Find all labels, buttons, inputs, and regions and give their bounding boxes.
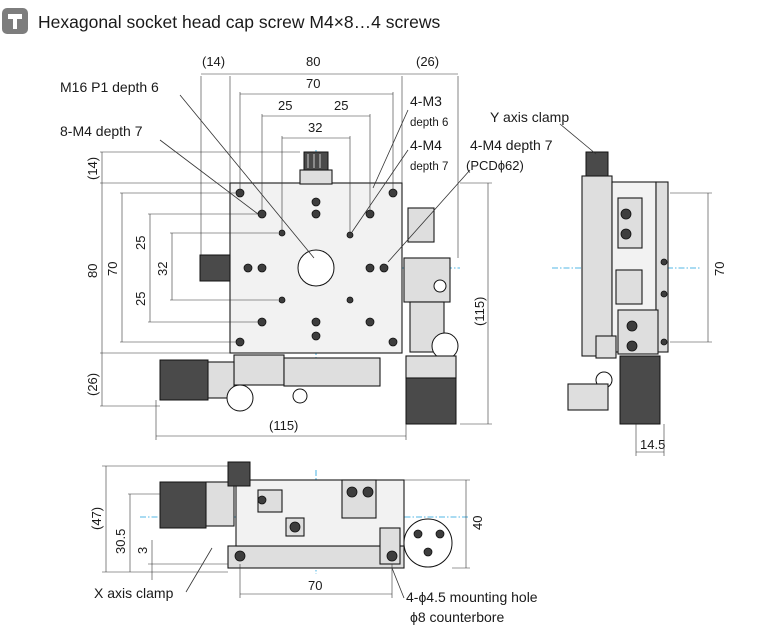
callout-4-m4-pcd: 4-M4 depth 7 bbox=[470, 137, 553, 153]
dim-left-14: (14) bbox=[85, 157, 100, 180]
callout-4-m4-depth: depth 7 bbox=[410, 161, 448, 173]
side-view bbox=[552, 123, 712, 456]
x-micrometer-thimble bbox=[159, 359, 209, 401]
dim-top-26: (26) bbox=[416, 54, 439, 69]
callout-4-m3-depth: depth 6 bbox=[410, 117, 448, 129]
dim-left-70: 70 bbox=[105, 262, 120, 276]
top-view bbox=[100, 73, 492, 440]
dim-side-70: 70 bbox=[712, 262, 727, 276]
callout-mounting-hole: 4-ϕ4.5 mounting hole bbox=[406, 589, 538, 605]
center-hole-m16 bbox=[297, 249, 335, 287]
screw-icon bbox=[2, 8, 28, 34]
callout-4-m3: 4-M3 bbox=[410, 93, 442, 109]
dim-top-25b: 25 bbox=[334, 98, 348, 113]
y-micrometer-thimble bbox=[405, 377, 457, 425]
dim-top-32: 32 bbox=[308, 120, 322, 135]
callout-8-m4: 8-M4 depth 7 bbox=[60, 123, 143, 139]
dim-bottom-115: (115) bbox=[269, 418, 298, 433]
callout-pcd: (PCDϕ62) bbox=[466, 158, 524, 173]
dim-front-3: 3 bbox=[135, 547, 150, 554]
dim-left-26: (26) bbox=[85, 373, 100, 396]
dim-front-30-5: 30.5 bbox=[113, 529, 128, 554]
dim-top-70: 70 bbox=[306, 76, 320, 91]
top-micrometer-knob bbox=[303, 151, 329, 171]
dim-left-25b: 25 bbox=[133, 292, 148, 306]
dim-top-80: 80 bbox=[306, 54, 320, 69]
top-left-knob bbox=[199, 254, 231, 282]
dim-front-70: 70 bbox=[308, 578, 322, 593]
callout-4-m4: 4-M4 bbox=[410, 137, 442, 153]
callout-x-clamp: X axis clamp bbox=[94, 585, 174, 601]
header: Hexagonal socket head cap screw M4×8…4 s… bbox=[2, 2, 742, 36]
callout-y-clamp: Y axis clamp bbox=[490, 109, 569, 125]
dim-left-80: 80 bbox=[85, 264, 100, 278]
dim-front-40: 40 bbox=[470, 516, 485, 530]
dim-left-32: 32 bbox=[155, 262, 170, 276]
dim-top-14: (14) bbox=[202, 54, 225, 69]
front-view bbox=[102, 461, 470, 599]
callout-m16: M16 P1 depth 6 bbox=[60, 79, 159, 95]
table-holes bbox=[235, 188, 398, 347]
dim-right-115: (115) bbox=[472, 297, 487, 326]
dim-top-25a: 25 bbox=[278, 98, 292, 113]
page-title: Hexagonal socket head cap screw M4×8…4 s… bbox=[38, 12, 441, 32]
dim-front-47: (47) bbox=[89, 507, 104, 530]
callout-counterbore: ϕ8 counterbore bbox=[410, 609, 504, 625]
dim-left-25a: 25 bbox=[133, 236, 148, 250]
dim-side-14-5: 14.5 bbox=[640, 437, 665, 452]
